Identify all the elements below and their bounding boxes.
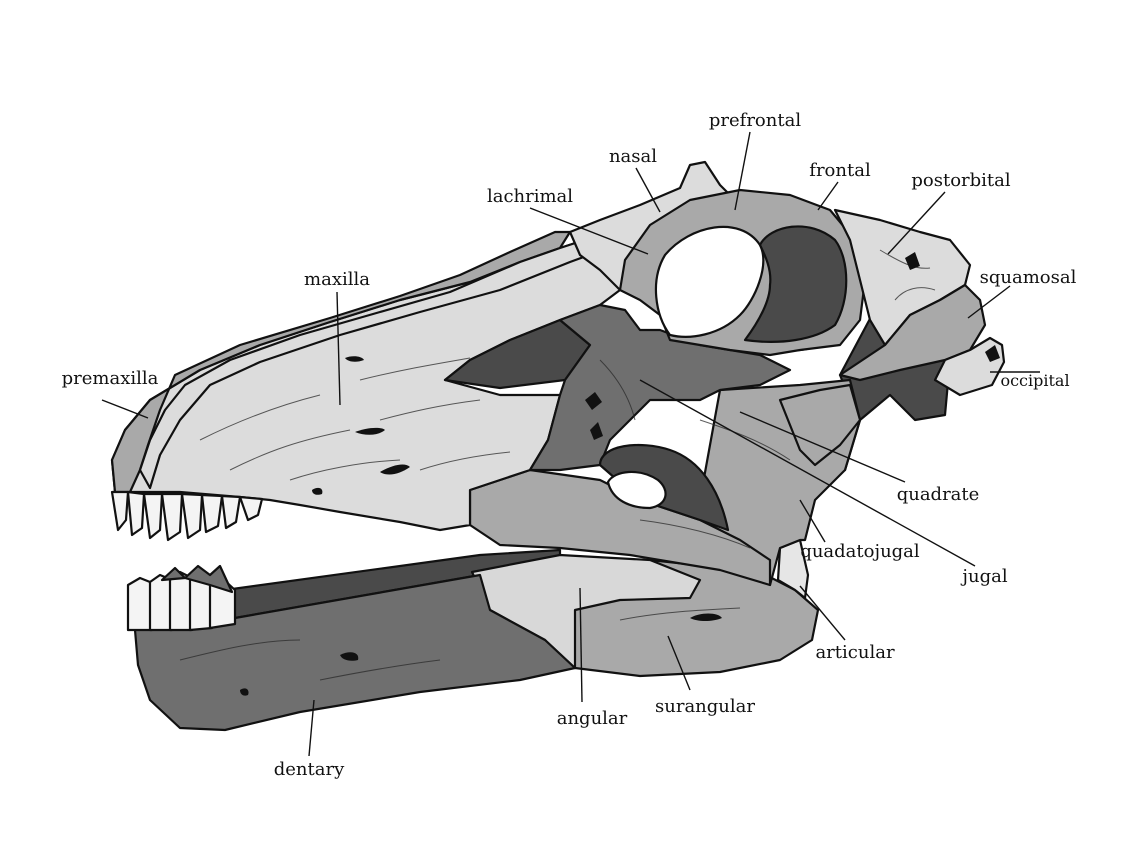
jugal-shape [468, 468, 772, 587]
upper-teeth [110, 490, 264, 542]
label-postorbital: postorbital [911, 170, 1011, 191]
label-dentary: dentary [274, 759, 345, 780]
label-frontal: frontal [809, 160, 871, 181]
foramina [240, 252, 1000, 696]
label-prefrontal: prefrontal [709, 110, 801, 131]
leader-postorbital [887, 191, 946, 255]
label-squamosal: squamosal [980, 267, 1077, 288]
frontal-shape [743, 225, 848, 343]
label-angular: angular [557, 708, 628, 729]
label-occipital: occipital [1000, 371, 1069, 390]
labels: prefrontal nasal frontal postorbital lac… [62, 110, 1077, 780]
label-surangular: surangular [655, 696, 755, 717]
premaxilla-shape [110, 230, 572, 494]
label-premaxilla: premaxilla [62, 368, 159, 389]
label-quadrate: quadrate [897, 484, 980, 505]
quadrate-shape [778, 383, 862, 467]
leader-frontal [817, 181, 839, 211]
label-nasal: nasal [609, 146, 657, 167]
leader-prefrontal [734, 131, 751, 211]
leader-angular [579, 587, 583, 703]
leader-surangular [667, 635, 691, 691]
leader-lines [101, 131, 1040, 757]
leader-quadrate [739, 411, 906, 483]
leader-premaxilla [101, 399, 149, 419]
lower-teeth [126, 564, 237, 632]
orbit-opening-shape [654, 225, 765, 338]
surface-texture [179, 249, 936, 681]
label-lachrimal: lachrimal [487, 186, 573, 207]
label-quadatojugal: quadatojugal [800, 541, 920, 562]
label-jugal: jugal [960, 566, 1007, 587]
label-maxilla: maxilla [304, 269, 370, 290]
leader-squamosal [967, 285, 1011, 319]
leader-maxilla [336, 291, 341, 406]
leader-articular [799, 585, 846, 641]
leader-jugal [639, 379, 976, 567]
leader-quadatojugal [799, 499, 826, 543]
leader-dentary [308, 699, 315, 757]
leader-lachrimal [529, 207, 649, 255]
lower-opening-inner-shape [606, 470, 667, 510]
squamosal-shape [838, 283, 987, 382]
leader-nasal [635, 167, 661, 213]
label-articular: articular [815, 642, 894, 663]
